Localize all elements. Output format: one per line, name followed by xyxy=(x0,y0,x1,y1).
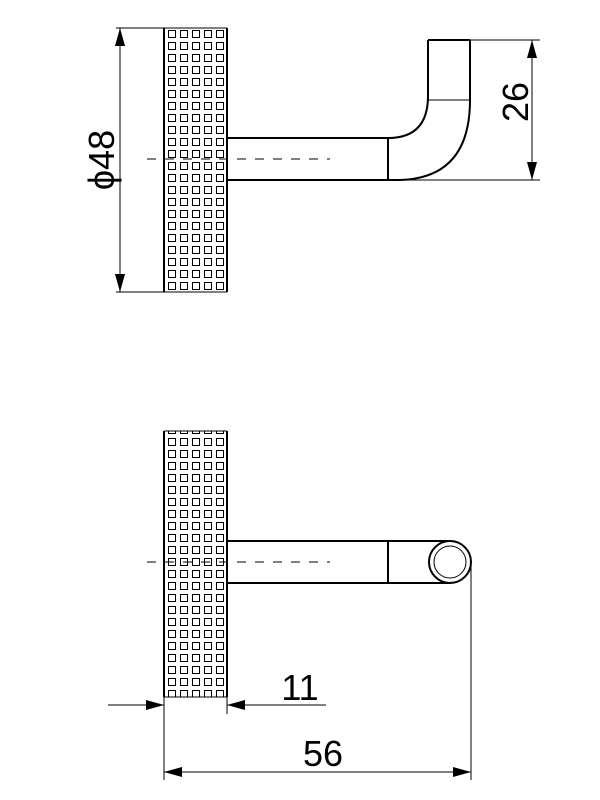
thickness-label: 11 xyxy=(281,667,318,708)
side-view: ϕ48 26 xyxy=(81,27,540,293)
hook-tip-circle xyxy=(428,540,472,584)
diameter-label: ϕ48 xyxy=(81,130,122,190)
projection-label: 56 xyxy=(303,733,343,774)
top-arm xyxy=(227,540,450,584)
top-view: 11 56 xyxy=(108,430,472,780)
projection-dimension: 56 xyxy=(163,562,472,780)
side-hook-bend xyxy=(387,39,540,181)
diameter-dimension: ϕ48 xyxy=(81,27,164,293)
hook-height-label: 26 xyxy=(495,82,536,122)
thickness-dimension: 11 xyxy=(108,667,326,714)
side-arm xyxy=(227,137,400,181)
hook-height-dimension: 26 xyxy=(470,39,540,180)
top-rosette xyxy=(163,430,228,698)
side-rosette xyxy=(163,27,228,293)
